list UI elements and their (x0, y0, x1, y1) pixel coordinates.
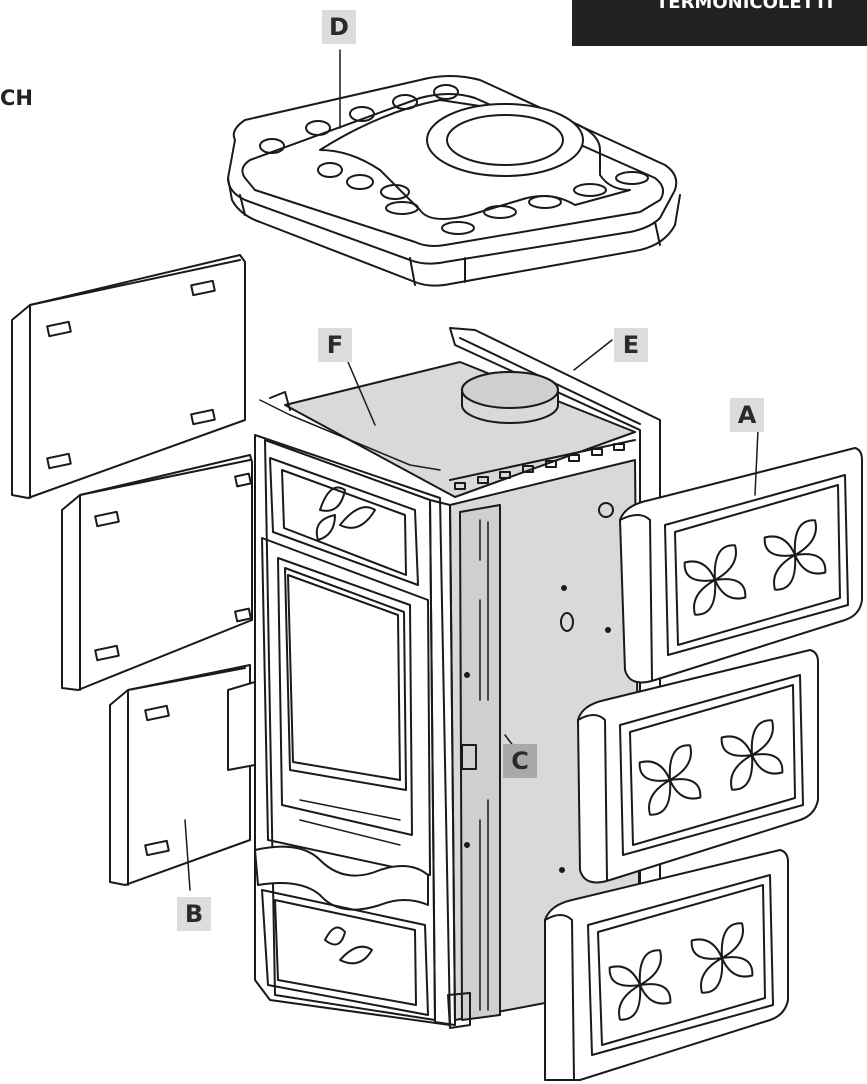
label-e: E (614, 328, 648, 362)
brand-text: TERMONICOLETTI (656, 0, 834, 13)
label-b: B (177, 897, 211, 931)
stove-front (254, 391, 471, 1029)
label-a: A (730, 398, 764, 432)
truncated-heading-text: CH (0, 86, 33, 110)
part-a-right-panels (544, 429, 863, 1081)
part-d-top-cover (227, 49, 681, 287)
label-c: C (503, 744, 537, 778)
part-b-left-panels (11, 254, 256, 891)
label-d: D (322, 10, 356, 44)
label-f: F (318, 328, 352, 362)
brand-header-tab: TERMONICOLETTI (572, 0, 867, 46)
